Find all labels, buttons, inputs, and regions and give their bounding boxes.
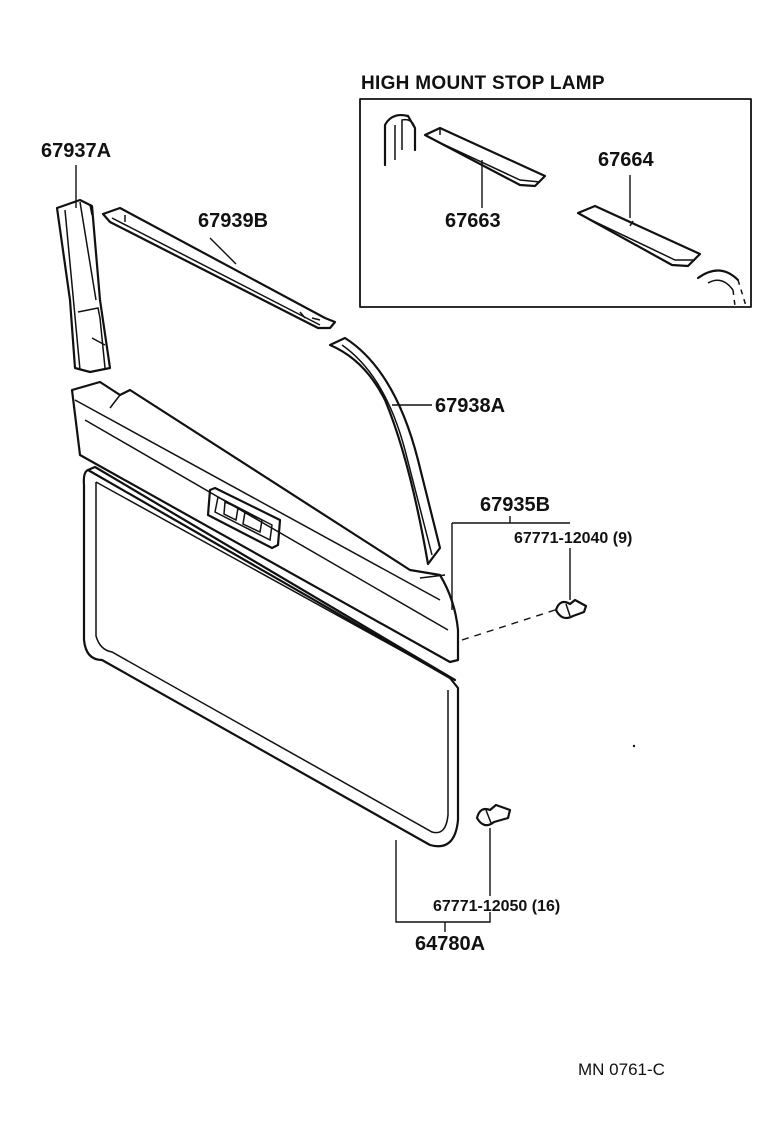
clip-67771-12050-shape [475, 803, 512, 827]
label-67937A: 67937A [41, 140, 112, 162]
label-67663: 67663 [445, 210, 501, 232]
label-67935B: 67935B [480, 494, 551, 516]
part-67938A-shape [328, 336, 442, 566]
dashed-clip-line [461, 609, 556, 641]
speck [632, 744, 636, 748]
leader-67935B [452, 516, 570, 524]
inset-pillar-sketch [383, 113, 417, 167]
label-67664: 67664 [598, 149, 654, 171]
label-67938A: 67938A [435, 395, 506, 417]
inset-roof-sketch [696, 269, 747, 307]
part-64780A-shape [82, 465, 460, 848]
clip-67771-12040-shape [554, 598, 588, 620]
label-67939B: 67939B [198, 210, 269, 232]
inset-leaders [481, 160, 631, 218]
part-67939B-shape [101, 206, 337, 330]
leader-64780A [395, 840, 491, 923]
leader-67939B [209, 237, 237, 265]
part-67663-shape [423, 126, 547, 188]
inset-frame [359, 98, 752, 308]
inset-title: HIGH MOUNT STOP LAMP [361, 73, 605, 94]
diagram-code: MN 0761-C [578, 1060, 665, 1079]
label-64780A: 64780A [415, 933, 486, 955]
part-67664-shape [576, 204, 702, 268]
label-clip-lower: 67771-12050 (16) [433, 898, 561, 915]
part-67937A-shape [55, 198, 112, 374]
label-clip-upper: 67771-12040 (9) [514, 530, 633, 547]
part-67935B-shape [70, 380, 460, 664]
